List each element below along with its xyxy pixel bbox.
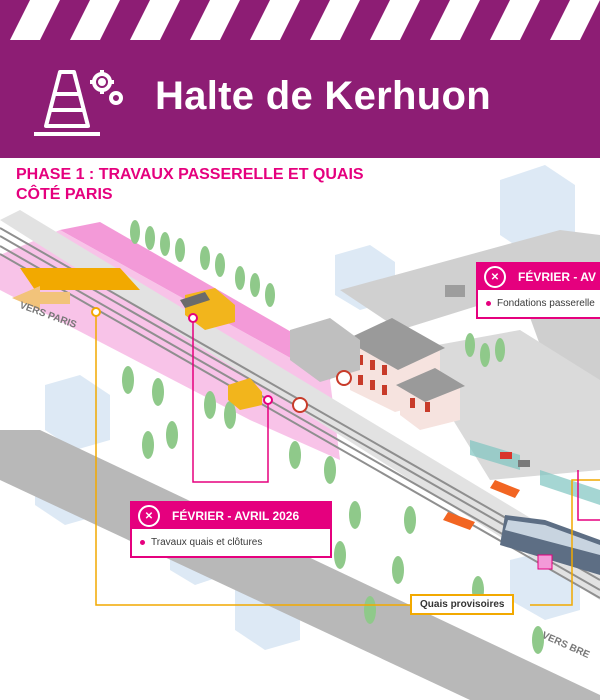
traffic-cone-gear-icon xyxy=(30,64,130,149)
phase-heading-line1: PHASE 1 : TRAVAUX PASSERELLE ET QUAIS xyxy=(16,166,364,183)
leader-point-2 xyxy=(263,395,273,405)
leader-point xyxy=(188,313,198,323)
work-marker-icon xyxy=(336,370,352,386)
no-entry-icon: ✕ xyxy=(138,505,160,527)
bus-shelter xyxy=(445,285,465,297)
temporary-platforms-label: Quais provisoires xyxy=(410,594,515,615)
bulldozer xyxy=(228,378,262,410)
no-entry-icon-2: ✕ xyxy=(484,266,506,288)
callout-title-2: FÉVRIER - AV xyxy=(518,270,597,284)
page-title: Halte de Kerhuon xyxy=(155,74,491,118)
car-2 xyxy=(518,460,530,467)
phase-heading-line2: CÔTÉ PARIS xyxy=(16,186,113,203)
callout-footbridge: ✕ FÉVRIER - AV Fondations passerelle xyxy=(476,262,600,319)
platform-orange-left xyxy=(20,268,140,290)
callout-phase-works: ✕ FÉVRIER - AVRIL 2026 Travaux quais et … xyxy=(130,501,332,558)
station-building xyxy=(345,318,465,430)
train xyxy=(500,515,600,575)
callout-title: FÉVRIER - AVRIL 2026 xyxy=(172,509,300,523)
callout-body: Travaux quais et clôtures xyxy=(132,529,330,556)
callout-header-2: ✕ FÉVRIER - AV xyxy=(478,264,600,290)
car xyxy=(500,452,512,459)
arrow-icon xyxy=(490,480,520,498)
work-marker-icon-2 xyxy=(292,397,308,413)
callout-item-2: Fondations passerelle xyxy=(497,298,595,309)
arrow-icon-2 xyxy=(443,512,475,530)
bullet-icon-2 xyxy=(486,300,491,306)
arrow-to-paris-icon xyxy=(12,286,70,310)
fence-right xyxy=(470,440,520,470)
header-banner xyxy=(0,40,600,158)
fence-right-2 xyxy=(540,470,600,505)
temporary-platforms-leader xyxy=(95,312,410,606)
temporary-platforms-leader-2 xyxy=(530,479,600,606)
parking-area xyxy=(410,330,600,480)
phase-heading: PHASE 1 : TRAVAUX PASSERELLE ET QUAIS CÔ… xyxy=(16,165,364,205)
marker-icon xyxy=(537,554,553,570)
callout-leader-line xyxy=(192,318,269,483)
bullet-icon xyxy=(140,539,145,545)
callout-header: ✕ FÉVRIER - AVRIL 2026 xyxy=(132,503,330,529)
rail-3 xyxy=(0,245,600,591)
header-hazard-stripes xyxy=(0,0,600,40)
callout-leader-line-2 xyxy=(577,470,600,521)
trees xyxy=(122,220,544,654)
leader-point-3 xyxy=(91,307,101,317)
road-main xyxy=(0,430,600,700)
callout-body-2: Fondations passerelle xyxy=(478,290,600,317)
shed-building xyxy=(290,318,360,382)
road-upper xyxy=(340,230,600,330)
callout-item: Travaux quais et clôtures xyxy=(151,537,263,548)
